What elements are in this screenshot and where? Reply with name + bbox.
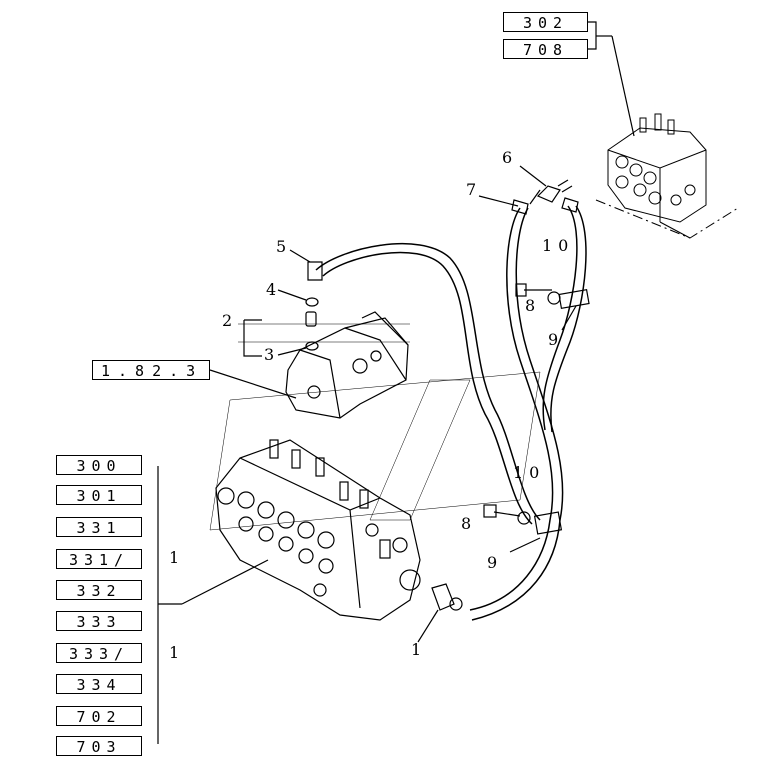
callout-9-top: 9 [548,330,559,349]
valve-block-small [595,113,739,239]
callout-5: 5 [276,237,287,256]
callout-8-bottom: 8 [461,514,472,533]
callout-6: 6 [502,148,513,167]
callout-4: 4 [266,280,277,299]
ref-box-left-5[interactable]: 332 [56,580,142,600]
hose-right [469,205,587,621]
fitting-1 [417,583,463,643]
ref-box-pump[interactable]: 1.82.3 [92,360,210,380]
main-control-valve [215,439,421,621]
ref-box-left-7[interactable]: 333/ [56,643,142,663]
callout-2: 2 [222,311,233,330]
ref-box-left-9[interactable]: 702 [56,706,142,726]
callout-10-bottom: 10 [513,463,546,482]
callout-7: 7 [466,180,477,199]
ref-box-left-4[interactable]: 331/ [56,549,142,569]
ref-box-left-10[interactable]: 703 [56,736,142,756]
hose-long [315,242,541,525]
callout-9-bottom: 9 [487,553,498,572]
ref-box-top-2[interactable]: 708 [503,39,588,59]
ref-box-left-8[interactable]: 334 [56,674,142,694]
callout-3-small: 3 [264,345,275,364]
pump-assembly [285,261,409,419]
ref-box-left-3[interactable]: 331 [56,517,142,537]
callout-8-top: 8 [525,296,536,315]
fitting-6 [519,165,573,205]
callout-1-left-a: 1 [169,548,180,567]
callout-1-fitting: 1 [411,640,422,659]
callout-1-left-b: 1 [169,643,180,662]
ref-box-top-1[interactable]: 302 [503,12,588,32]
ref-box-left-2[interactable]: 301 [56,485,142,505]
ref-box-left-1[interactable]: 300 [56,455,142,475]
ref-box-left-6[interactable]: 333 [56,611,142,631]
clamp-bottom [483,504,563,553]
clamp-top [515,283,590,331]
callout-10-top: 10 [542,236,575,255]
